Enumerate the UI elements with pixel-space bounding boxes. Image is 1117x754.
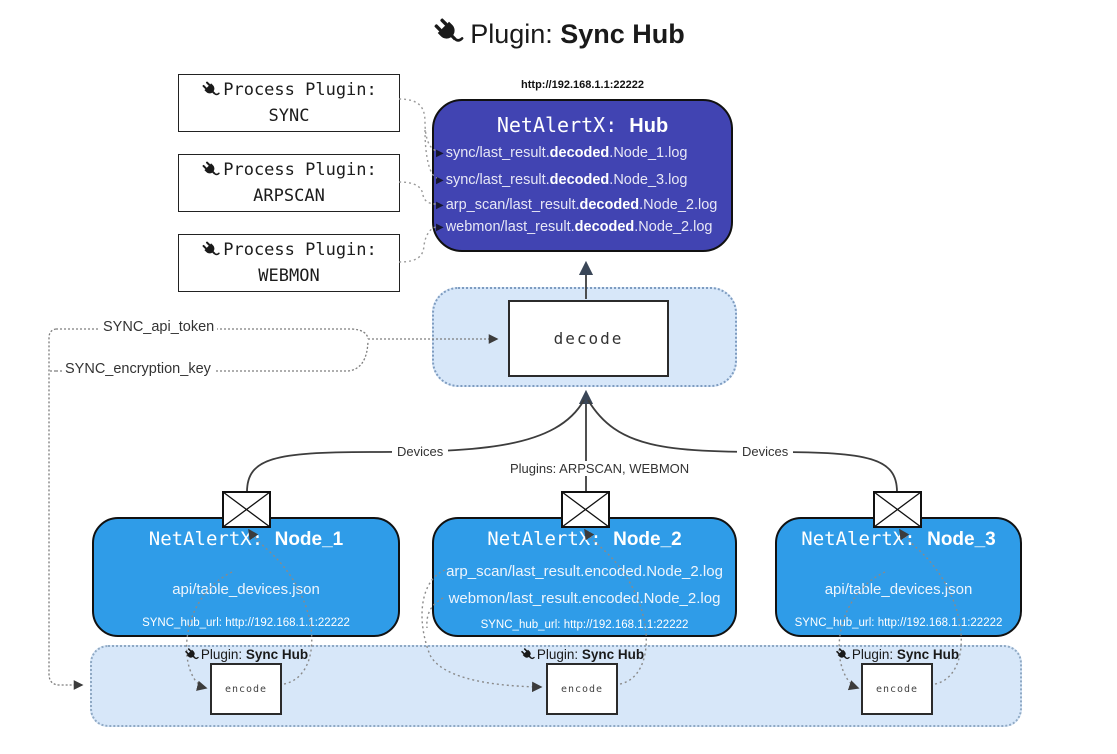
hub-title-prefix: NetAlertX:	[496, 113, 630, 137]
log-bold: decoded	[549, 145, 610, 161]
plug-icon	[201, 240, 221, 260]
plugin-bold: Sync Hub	[245, 647, 309, 662]
node-hub-url: SYNC_hub_url: http://192.168.1.1:22222	[480, 619, 689, 631]
node-file-line: arp_scan/last_result.encoded.Node_2.log	[446, 563, 723, 580]
title-bold: Sync Hub	[560, 19, 685, 49]
arrow-right-icon: ▶	[436, 200, 444, 211]
arrow-right-icon: ▶	[436, 175, 444, 186]
process-plugin-name: ARPSCAN	[253, 186, 325, 206]
plug-icon	[183, 646, 200, 663]
process-plugin-label: Process Plugin:	[223, 159, 377, 180]
sync-api-token-label: SYNC_api_token	[100, 319, 218, 335]
node-file-line: api/table_devices.json	[824, 581, 973, 598]
node-2-box: NetAlertX: Node_2 arp_scan/last_result.e…	[432, 517, 737, 637]
log-text: .Node_3.log	[609, 172, 688, 188]
node-3-box: NetAlertX: Node_3 api/table_devices.json…	[775, 517, 1022, 637]
plug-icon	[201, 80, 221, 100]
plug-icon	[834, 646, 851, 663]
hub-title-bold: Hub	[629, 115, 669, 137]
node-title: NetAlertX: Node_3	[777, 528, 1020, 551]
encode-box: encode	[210, 663, 282, 715]
log-text: arp_scan/last_result.	[445, 197, 580, 213]
decode-box: decode	[508, 300, 669, 377]
plug-icon	[519, 646, 536, 663]
process-plugin-name: WEBMON	[258, 266, 320, 286]
hub-title: NetAlertX: Hub	[434, 113, 731, 138]
log-text: sync/last_result.	[445, 145, 550, 161]
process-plugin-sync: Process Plugin: SYNC	[178, 74, 400, 132]
node-1-box: NetAlertX: Node_1 api/table_devices.json…	[92, 517, 400, 637]
process-plugin-name: SYNC	[268, 106, 310, 126]
node-title: NetAlertX: Node_2	[434, 528, 735, 551]
plugin-prefix: Plugin:	[200, 647, 246, 662]
plugin-bold: Sync Hub	[896, 647, 960, 662]
node-title-prefix: NetAlertX:	[148, 528, 275, 550]
process-plugin-arpscan: Process Plugin: ARPSCAN	[178, 154, 400, 212]
hub-url-label: http://192.168.1.1:22222	[521, 79, 644, 91]
title-prefix: Plugin:	[470, 19, 561, 49]
hub-box: NetAlertX: Hub ▶sync/last_result.decoded…	[432, 99, 733, 252]
process-plugin-label: Process Plugin:	[223, 79, 377, 100]
node-hub-url: SYNC_hub_url: http://192.168.1.1:22222	[794, 617, 1003, 629]
diagram-title: Plugin: Sync Hub	[0, 15, 1117, 50]
log-text: sync/last_result.	[445, 172, 550, 188]
plugin-prefix: Plugin:	[536, 647, 582, 662]
log-text: webmon/last_result.	[445, 219, 575, 235]
node-title-prefix: NetAlertX:	[487, 528, 614, 550]
arrow-right-icon: ▶	[436, 148, 444, 159]
node-title-bold: Node_3	[927, 529, 996, 550]
sync-encryption-key-label: SYNC_encryption_key	[62, 361, 214, 377]
edge-label-plugins-mid: Plugins: ARPSCAN, WEBMON	[505, 461, 695, 476]
log-bold: decoded	[574, 219, 635, 235]
edge-label-devices-left: Devices	[392, 444, 449, 459]
plugin-bold: Sync Hub	[581, 647, 645, 662]
plug-icon	[431, 15, 466, 50]
node-file-line: api/table_devices.json	[172, 581, 320, 598]
plugin-prefix: Plugin:	[851, 647, 897, 662]
hub-log-entry: ▶arp_scan/last_result.decoded.Node_2.log	[436, 197, 727, 213]
log-bold: decoded	[549, 172, 610, 188]
encoder-plugin-label: Plugin: Sync Hub	[492, 646, 672, 663]
node-title-bold: Node_1	[274, 529, 344, 550]
node-file-line: webmon/last_result.encoded.Node_2.log	[448, 590, 721, 607]
arrow-right-icon: ▶	[436, 222, 444, 233]
node-hub-url: SYNC_hub_url: http://192.168.1.1:22222	[142, 617, 350, 629]
node-title-bold: Node_2	[613, 529, 682, 550]
log-text: .Node_2.log	[639, 197, 718, 213]
node-title: NetAlertX: Node_1	[94, 528, 398, 551]
log-bold: decoded	[579, 197, 640, 213]
plug-icon	[201, 160, 221, 180]
hub-log-entry: ▶webmon/last_result.decoded.Node_2.log	[436, 219, 727, 235]
edge-label-devices-right: Devices	[737, 444, 794, 459]
process-plugin-label: Process Plugin:	[223, 239, 377, 260]
hub-log-entry: ▶sync/last_result.decoded.Node_1.log	[436, 145, 727, 161]
log-text: .Node_2.log	[634, 219, 713, 235]
node-title-prefix: NetAlertX:	[801, 528, 928, 550]
hub-log-entry: ▶sync/last_result.decoded.Node_3.log	[436, 172, 727, 188]
log-text: .Node_1.log	[609, 145, 688, 161]
process-plugin-webmon: Process Plugin: WEBMON	[178, 234, 400, 292]
encoder-plugin-label: Plugin: Sync Hub	[156, 646, 336, 663]
encoder-plugin-label: Plugin: Sync Hub	[807, 646, 987, 663]
encode-box: encode	[861, 663, 933, 715]
encode-box: encode	[546, 663, 618, 715]
